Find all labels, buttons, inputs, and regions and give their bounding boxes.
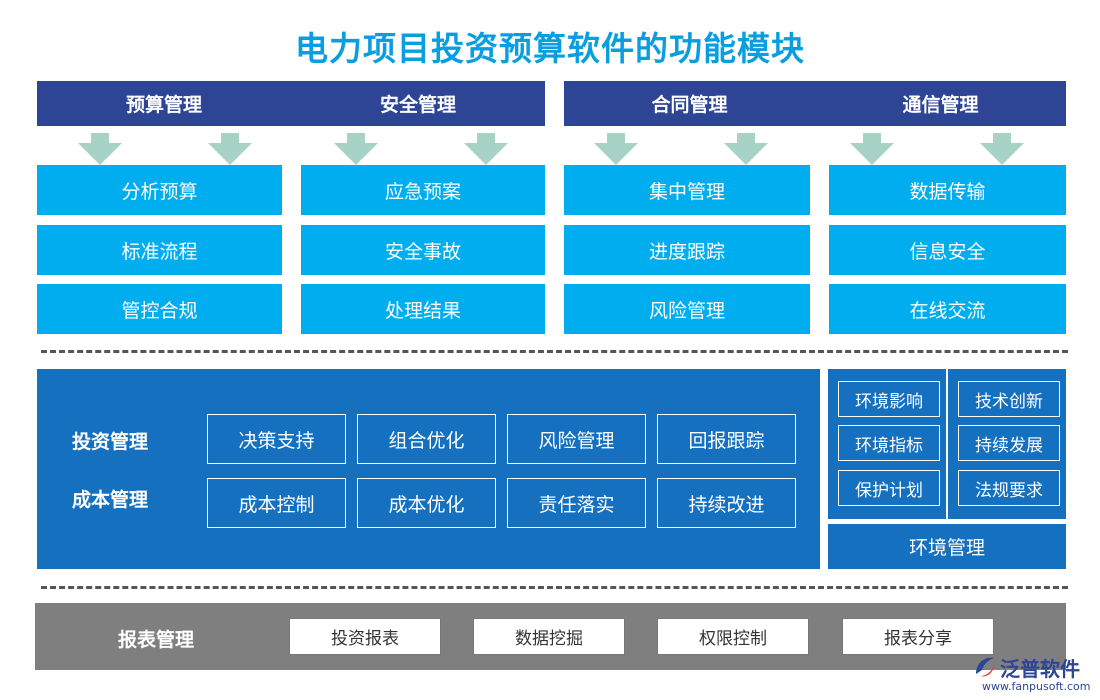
arrow-down-icon — [464, 133, 508, 165]
module-cell: 安全事故 — [301, 225, 545, 275]
fanpu-logo-icon — [976, 657, 994, 677]
env-item: 持续发展 — [958, 425, 1060, 461]
module-cell: 分析预算 — [37, 165, 282, 215]
env-item: 法规要求 — [958, 470, 1060, 506]
module-cell: 处理结果 — [301, 284, 545, 334]
investment-item: 决策支持 — [207, 414, 346, 464]
module-cell: 进度跟踪 — [564, 225, 810, 275]
env-panel-right — [948, 369, 1066, 519]
report-item: 数据挖掘 — [473, 618, 625, 655]
module-cell: 在线交流 — [829, 284, 1066, 334]
env-item: 环境指标 — [838, 425, 940, 461]
arrow-down-icon — [208, 133, 252, 165]
report-item: 权限控制 — [657, 618, 809, 655]
cost-item: 成本优化 — [357, 478, 496, 528]
label-cost: 成本管理 — [72, 489, 149, 511]
env-label: 环境管理 — [828, 524, 1066, 569]
env-item: 保护计划 — [838, 470, 940, 506]
arrow-down-icon — [78, 133, 122, 165]
header-bar-right: 合同管理 通信管理 — [564, 81, 1066, 126]
investment-item: 风险管理 — [507, 414, 646, 464]
investment-item: 组合优化 — [357, 414, 496, 464]
arrow-down-icon — [850, 133, 894, 165]
module-cell: 标准流程 — [37, 225, 282, 275]
label-report: 报表管理 — [118, 629, 195, 651]
logo-url: www.fanpusoft.com — [982, 680, 1091, 693]
env-item: 技术创新 — [958, 381, 1060, 417]
arrow-down-icon — [980, 133, 1024, 165]
module-cell: 应急预案 — [301, 165, 545, 215]
divider-bottom — [41, 586, 1068, 589]
header-safety: 安全管理 — [379, 94, 456, 116]
arrow-down-icon — [594, 133, 638, 165]
header-bar-left: 预算管理 安全管理 — [37, 81, 545, 126]
divider-top — [41, 350, 1068, 353]
logo-name: 泛普软件 — [1000, 657, 1080, 681]
env-panel-left — [828, 369, 946, 519]
cost-item: 持续改进 — [657, 478, 796, 528]
investment-item: 回报跟踪 — [657, 414, 796, 464]
header-contract: 合同管理 — [651, 94, 728, 116]
arrow-down-icon — [724, 133, 768, 165]
report-item: 报表分享 — [842, 618, 994, 655]
module-cell: 信息安全 — [829, 225, 1066, 275]
header-budget: 预算管理 — [125, 94, 202, 116]
label-investment: 投资管理 — [72, 431, 149, 453]
investment-cost-panel — [37, 369, 820, 569]
cost-item: 责任落实 — [507, 478, 646, 528]
cost-item: 成本控制 — [207, 478, 346, 528]
report-item: 投资报表 — [289, 618, 441, 655]
module-cell: 管控合规 — [37, 284, 282, 334]
page-title: 电力项目投资预算软件的功能模块 — [295, 29, 805, 68]
module-cell: 风险管理 — [564, 284, 810, 334]
env-item: 环境影响 — [838, 381, 940, 417]
module-cell: 数据传输 — [829, 165, 1066, 215]
arrow-down-icon — [334, 133, 378, 165]
module-cell: 集中管理 — [564, 165, 810, 215]
header-communication: 通信管理 — [902, 94, 979, 116]
